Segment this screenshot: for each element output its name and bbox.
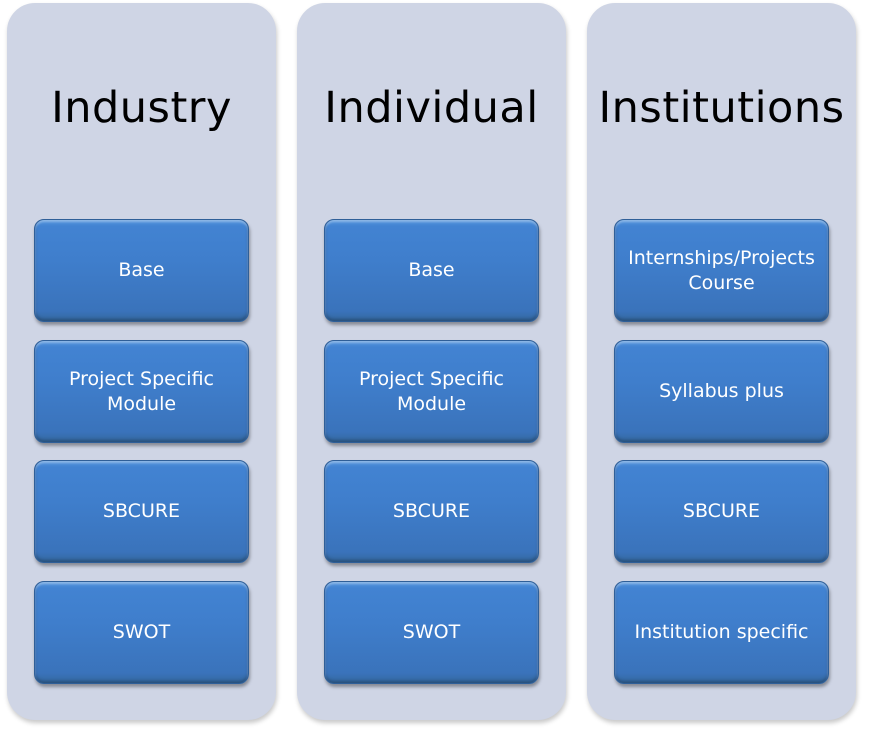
box-label: Base — [118, 259, 165, 281]
box-sbcure[interactable]: SBCURE — [614, 460, 829, 563]
box-label: Base — [408, 259, 455, 281]
box-swot[interactable]: SWOT — [324, 581, 539, 684]
box-label: Project Specific Module — [69, 367, 214, 415]
box-label: SBCURE — [682, 500, 761, 522]
column-institutions: Institutions Internships/Projects Course… — [587, 3, 856, 720]
box-label: Institution specific — [634, 621, 809, 643]
box-institution-specific[interactable]: Institution specific — [614, 581, 829, 684]
box-label: Project Specific Module — [359, 367, 504, 415]
box-label: Syllabus plus — [659, 380, 784, 402]
box-internships-projects-course[interactable]: Internships/Projects Course — [614, 219, 829, 322]
box-label: Internships/Projects Course — [628, 246, 815, 294]
column-title: Institutions — [598, 83, 845, 133]
column-industry: Industry Base Project Specific Module SB… — [7, 3, 276, 720]
column-title: Individual — [324, 83, 539, 133]
box-sbcure[interactable]: SBCURE — [34, 460, 249, 563]
box-sbcure[interactable]: SBCURE — [324, 460, 539, 563]
box-base[interactable]: Base — [34, 219, 249, 322]
box-base[interactable]: Base — [324, 219, 539, 322]
box-label: SBCURE — [392, 500, 471, 522]
box-project-specific-module[interactable]: Project Specific Module — [34, 340, 249, 443]
box-syllabus-plus[interactable]: Syllabus plus — [614, 340, 829, 443]
box-label: SWOT — [402, 621, 461, 643]
column-title: Industry — [51, 83, 232, 133]
box-label: SWOT — [112, 621, 171, 643]
column-individual: Individual Base Project Specific Module … — [297, 3, 566, 720]
box-label: SBCURE — [102, 500, 181, 522]
box-swot[interactable]: SWOT — [34, 581, 249, 684]
box-project-specific-module[interactable]: Project Specific Module — [324, 340, 539, 443]
